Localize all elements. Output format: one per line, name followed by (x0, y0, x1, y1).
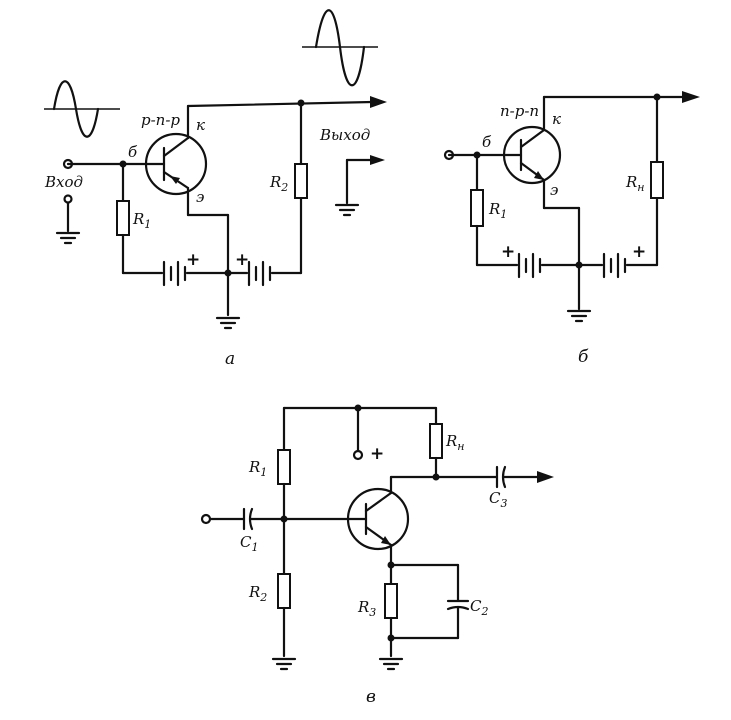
a-battery1-plus-label: + (186, 250, 200, 270)
a-caption: а (225, 349, 235, 369)
c-supply-plus-label: + (370, 444, 384, 464)
c-r1-label: R1 (248, 458, 267, 479)
b-rn-label: Rн (625, 173, 645, 194)
a-output-label: Выход (319, 126, 370, 144)
b-caption: б (578, 347, 589, 367)
c-r3-label: R3 (357, 598, 376, 619)
a-emitter-label: э (196, 188, 204, 206)
b-transistor-type-label: n-p-n (500, 102, 539, 120)
a-base-label: б (128, 143, 138, 161)
b-battery2-plus-label: + (632, 242, 646, 262)
a-battery2-plus-label: + (235, 250, 249, 270)
input-sine-wave-icon (44, 80, 120, 138)
a-r1-label: R1 (132, 210, 151, 231)
a-transistor-type-label: p-n-p (141, 111, 180, 129)
b-r1-label: R1 (488, 200, 507, 221)
b-emitter-label: э (550, 181, 558, 199)
b-base-label: б (482, 133, 492, 151)
c-c1-label: C1 (240, 533, 258, 554)
c-c2-label: C2 (470, 597, 488, 618)
b-battery1-plus-label: + (501, 242, 515, 262)
c-c3-label: C3 (489, 489, 507, 510)
circuit-c: R1 R2 R3 Rн C1 C2 C3 + в (200, 404, 554, 707)
c-rn-label: Rн (445, 432, 465, 453)
output-sine-wave-icon (302, 9, 378, 87)
a-input-label: Вход (44, 173, 83, 191)
c-caption: в (366, 687, 376, 707)
circuit-a: p-n-p б к э Вход Выход R1 R2 + + а (44, 9, 387, 369)
npn-transistor (502, 125, 562, 185)
a-r2-label: R2 (269, 173, 288, 194)
c-r2-label: R2 (248, 583, 267, 604)
a-collector-label: к (196, 116, 205, 134)
circuit-b: n-p-n б к э R1 Rн + + б (443, 91, 700, 367)
b-collector-label: к (552, 110, 561, 128)
